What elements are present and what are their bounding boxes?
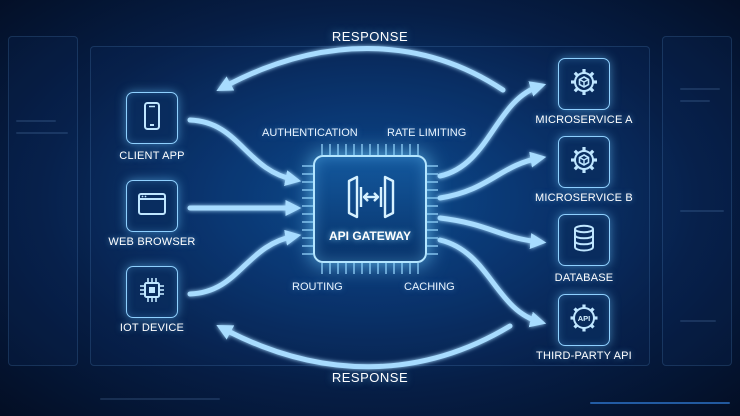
- gateway-chip-pins: [302, 144, 438, 274]
- background-line: [680, 320, 716, 322]
- browser-window-icon: [136, 188, 168, 225]
- response-label-top: RESPONSE: [331, 29, 409, 44]
- microservice-a-label: MICROSERVICE A: [535, 114, 633, 126]
- arrow-iot-device-to-gateway: [187, 229, 302, 297]
- api-badge-text: API: [578, 314, 591, 323]
- background-panel-right: [662, 36, 732, 366]
- arrow-gateway-to-microservice-b: [437, 151, 547, 201]
- feature-routing: ROUTING: [292, 281, 343, 293]
- microservice-b-node: [558, 136, 610, 188]
- client-app-label: CLIENT APP: [119, 150, 185, 162]
- iot-device-label: IOT DEVICE: [119, 322, 185, 334]
- web-browser-label: WEB BROWSER: [108, 236, 196, 248]
- arrow-gateway-to-database: [437, 215, 547, 250]
- background-progress-line: [590, 402, 730, 404]
- background-line: [680, 100, 710, 102]
- arrow-gateway-to-third-party-api: [437, 237, 547, 328]
- api-gateway-node: API GATEWAY: [313, 155, 427, 263]
- third-party-api-label: THIRD-PARTY API: [536, 350, 632, 362]
- response-label-bottom: RESPONSE: [331, 370, 409, 385]
- feature-authentication: AUTHENTICATION: [262, 127, 358, 139]
- database-icon: [568, 222, 600, 259]
- feature-caching: CACHING: [404, 281, 455, 293]
- background-line: [680, 210, 724, 212]
- third-party-api-node: API: [558, 294, 610, 346]
- api-gear-icon: API: [568, 302, 600, 339]
- background-line: [680, 88, 720, 90]
- microservice-b-label: MICROSERVICE B: [535, 192, 633, 204]
- microservice-a-node: [558, 58, 610, 110]
- web-browser-node: [126, 180, 178, 232]
- response-arrow-top: [216, 46, 506, 93]
- database-node: [558, 214, 610, 266]
- arrow-client-app-to-gateway: [187, 117, 302, 186]
- feature-rate-limiting: RATE LIMITING: [387, 127, 467, 139]
- background-line: [16, 132, 68, 134]
- gear-cube-icon: [568, 66, 600, 103]
- background-line: [16, 120, 56, 122]
- arrow-gateway-to-microservice-a: [437, 81, 547, 179]
- background-line: [100, 398, 220, 400]
- response-arrow-bottom: [216, 323, 513, 370]
- database-label: DATABASE: [554, 272, 614, 284]
- microchip-icon: [136, 274, 168, 311]
- mobile-phone-icon: [136, 100, 168, 137]
- api-gateway-label: API GATEWAY: [328, 229, 411, 243]
- client-app-node: [126, 92, 178, 144]
- iot-device-node: [126, 266, 178, 318]
- background-panel-left: [8, 36, 78, 366]
- gear-cube-icon: [568, 144, 600, 181]
